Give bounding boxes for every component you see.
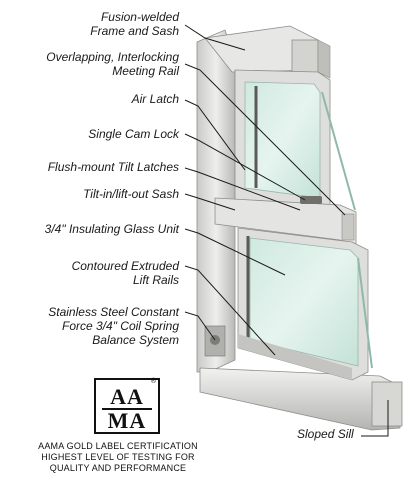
aama-logo-divider xyxy=(102,408,152,410)
label-fusion-welded-frame: Fusion-welded Frame and Sash xyxy=(90,10,179,38)
label-tilt-latches: Flush-mount Tilt Latches xyxy=(47,160,179,174)
label-tilt-sash: Tilt-in/lift-out Sash xyxy=(83,187,179,201)
label-sloped-sill: Sloped Sill xyxy=(297,427,354,441)
label-single-cam-lock: Single Cam Lock xyxy=(88,127,179,141)
aama-logo: ® AA MA xyxy=(94,378,160,434)
label-insulating-glass: 3/4" Insulating Glass Unit xyxy=(44,222,179,236)
aama-certification-caption: AAMA GOLD LABEL CERTIFICATION HIGHEST LE… xyxy=(38,441,198,473)
leader-lines xyxy=(184,24,389,437)
label-air-latch: Air Latch xyxy=(131,92,179,106)
window-frame xyxy=(196,25,403,431)
lower-sash xyxy=(237,227,373,381)
aama-logo-bottom: MA xyxy=(107,408,147,433)
upper-sash xyxy=(234,69,356,216)
registered-mark: ® xyxy=(150,378,156,385)
label-balance-system: Stainless Steel Constant Force 3/4" Coil… xyxy=(48,305,179,347)
cam-lock-icon xyxy=(300,196,322,204)
meeting-rail xyxy=(214,196,357,247)
label-lift-rails: Contoured Extruded Lift Rails xyxy=(71,259,179,287)
label-overlapping-meeting-rail: Overlapping, Interlocking Meeting Rail xyxy=(46,50,179,78)
aama-logo-top: AA xyxy=(110,384,144,409)
